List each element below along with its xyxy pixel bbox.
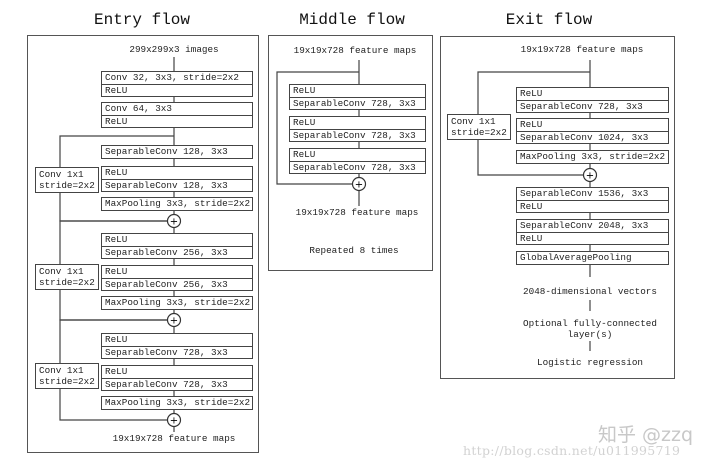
sepconv128-block: SeparableConv 128, 3x3: [101, 145, 253, 159]
csdn-url-watermark: http://blog.csdn.net/u011995719: [463, 443, 681, 458]
shortcut-label: stride=2x2: [39, 180, 95, 191]
layer-label: SeparableConv 728, 3x3: [517, 100, 668, 112]
layer-label: SeparableConv 256, 3x3: [102, 278, 252, 290]
layer-label: ReLU: [105, 266, 128, 277]
exit-input-label: 19x19x728 feature maps: [520, 44, 644, 55]
layer-label: SeparableConv 728, 3x3: [102, 378, 252, 390]
layer-label: ReLU: [293, 149, 316, 160]
shortcut-label: stride=2x2: [39, 277, 95, 288]
middle-repeat-label: Repeated 8 times: [309, 245, 399, 256]
layer-label: ReLU: [293, 117, 316, 128]
layer-label: MaxPooling 3x3, stride=2x2: [105, 397, 251, 408]
layer-label: SeparableConv 2048, 3x3: [520, 220, 649, 231]
layer-label: SeparableConv 128, 3x3: [105, 146, 228, 157]
layer-label: SeparableConv 1536, 3x3: [520, 188, 649, 199]
middle-output-label: 19x19x728 feature maps: [295, 207, 419, 218]
add-symbol: +: [170, 217, 178, 228]
layer-label: ReLU: [102, 115, 252, 127]
exit-fc-line2: layer(s): [567, 329, 613, 340]
add-node-icon: [582, 167, 598, 183]
shortcut-label: stride=2x2: [39, 376, 95, 387]
add-node-icon: [351, 176, 367, 192]
exit-flow-panel: [440, 36, 675, 379]
layer-label: ReLU: [105, 167, 128, 178]
layer-label: Conv 64, 3x3: [105, 103, 172, 114]
layer-label: MaxPooling 3x3, stride=2x2: [105, 198, 251, 209]
shortcut-label: Conv 1x1: [39, 365, 84, 376]
exit-fc-line1: Optional fully-connected: [523, 318, 657, 329]
add-node-icon: [166, 412, 182, 428]
add-symbol: +: [355, 180, 363, 191]
maxpool-block: MaxPooling 3x3, stride=2x2: [101, 396, 253, 410]
layer-label: SeparableConv 728, 3x3: [290, 161, 425, 173]
global-average-pooling-block: GlobalAveragePooling: [516, 251, 669, 265]
layer-label: SeparableConv 1024, 3x3: [517, 131, 668, 143]
layer-label: SeparableConv 728, 3x3: [102, 346, 252, 358]
add-node-icon: [166, 213, 182, 229]
shortcut-label: Conv 1x1: [39, 266, 84, 277]
add-symbol: +: [170, 416, 178, 427]
layer-label: ReLU: [105, 334, 128, 345]
add-node-icon: [166, 312, 182, 328]
exit-flow-title: Exit flow: [505, 11, 593, 29]
maxpool-block: MaxPooling 3x3, stride=2x2: [101, 296, 253, 310]
shortcut-label: Conv 1x1: [451, 116, 496, 127]
entry-flow-title: Entry flow: [93, 11, 191, 29]
layer-label: ReLU: [517, 200, 668, 212]
exit-fc-label: Optional fully-connected layer(s): [523, 318, 657, 340]
layer-label: ReLU: [520, 88, 543, 99]
zhihu-watermark: 知乎 @zzq: [598, 424, 694, 446]
middle-input-label: 19x19x728 feature maps: [293, 45, 417, 56]
add-symbol: +: [586, 171, 594, 182]
middle-flow-panel: [268, 35, 433, 271]
skip-connection-line: [276, 71, 359, 185]
layer-label: ReLU: [105, 234, 128, 245]
layer-label: SeparableConv 128, 3x3: [102, 179, 252, 191]
layer-label: ReLU: [105, 366, 128, 377]
layer-label: ReLU: [517, 232, 668, 244]
layer-label: ReLU: [102, 84, 252, 96]
exit-logistic-label: Logistic regression: [536, 357, 644, 368]
layer-label: MaxPooling 3x3, stride=2x2: [105, 297, 251, 308]
layer-label: GlobalAveragePooling: [520, 252, 632, 263]
add-symbol: +: [170, 316, 178, 327]
layer-label: ReLU: [520, 119, 543, 130]
maxpool-block: MaxPooling 3x3, stride=2x2: [101, 197, 253, 211]
shortcut-label: stride=2x2: [451, 127, 507, 138]
layer-label: Conv 32, 3x3, stride=2x2: [105, 72, 239, 83]
layer-label: MaxPooling 3x3, stride=2x2: [520, 151, 666, 162]
layer-label: ReLU: [293, 85, 316, 96]
layer-label: SeparableConv 728, 3x3: [290, 97, 425, 109]
shortcut-label: Conv 1x1: [39, 169, 84, 180]
entry-output-label: 19x19x728 feature maps: [112, 433, 236, 444]
layer-label: SeparableConv 728, 3x3: [290, 129, 425, 141]
middle-flow-title: Middle flow: [299, 11, 405, 29]
maxpool-block: MaxPooling 3x3, stride=2x2: [516, 150, 669, 164]
entry-input-label: 299x299x3 images: [129, 44, 219, 55]
entry-flow-panel: [27, 35, 259, 453]
exit-vectors-label: 2048-dimensional vectors: [523, 286, 657, 297]
layer-label: SeparableConv 256, 3x3: [102, 246, 252, 258]
